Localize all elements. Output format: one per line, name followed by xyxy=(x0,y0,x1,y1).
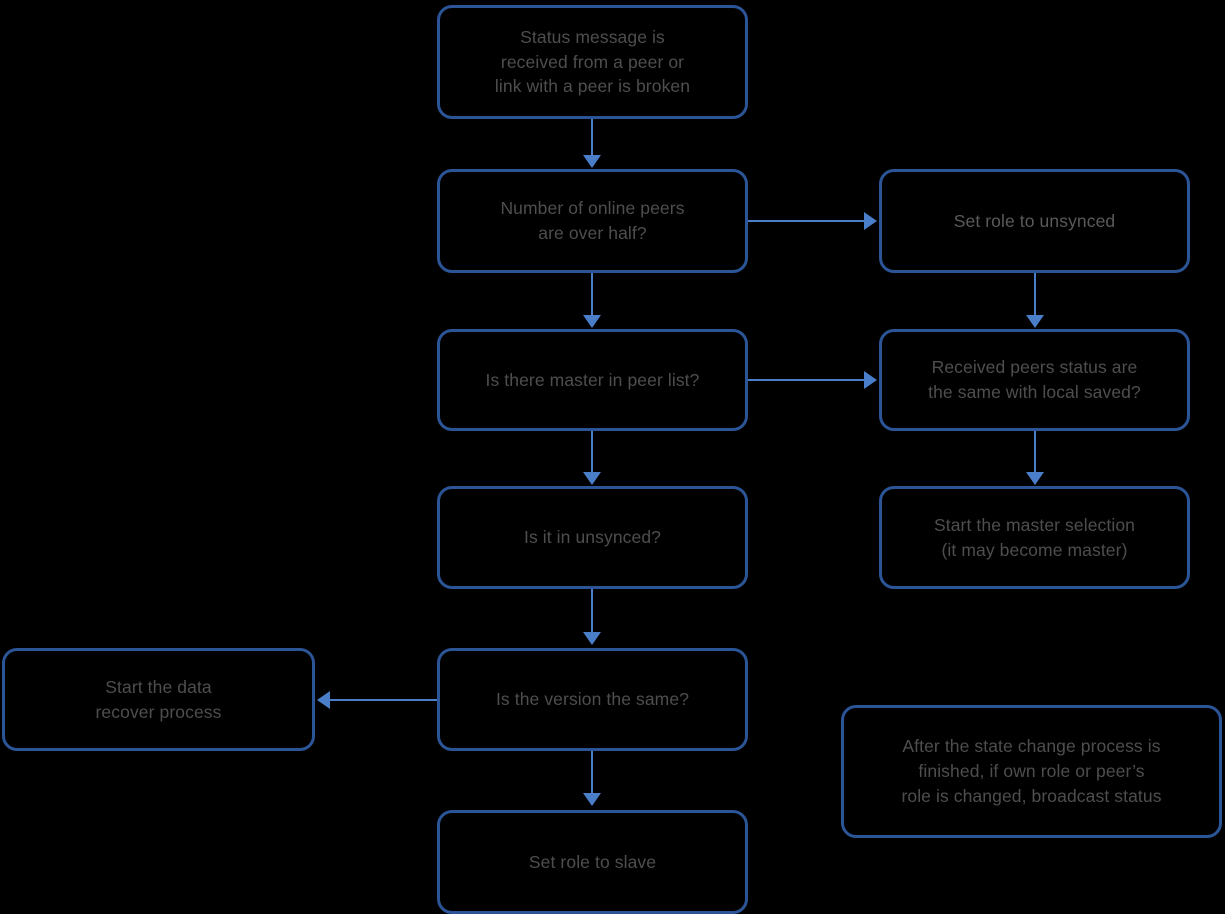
edge-peers-to-unsynced-line xyxy=(748,220,868,222)
node-is-it-unsynced[interactable]: Is it in unsynced? xyxy=(437,486,748,589)
edge-status-to-peers-line xyxy=(591,118,593,162)
node-start-master-selection[interactable]: Start the master selection (it may becom… xyxy=(879,486,1190,589)
node-version-same-label: Is the version the same? xyxy=(495,689,690,710)
edge-status-to-selection-line xyxy=(1034,430,1036,478)
node-broadcast-note[interactable]: After the state change process is finish… xyxy=(841,705,1222,838)
node-peers-status-same-label: Received peers status are the same with … xyxy=(928,357,1141,402)
edge-version-to-slave-line xyxy=(591,750,593,800)
node-peers-status-same[interactable]: Received peers status are the same with … xyxy=(879,329,1190,431)
node-broadcast-note-label: After the state change process is finish… xyxy=(901,736,1162,806)
node-start-data-recover-label: Start the data recover process xyxy=(95,676,222,722)
edge-status-to-peers-arrow xyxy=(583,155,601,168)
node-version-same[interactable]: Is the version the same? xyxy=(437,648,748,751)
node-start-data-recover[interactable]: Start the data recover process xyxy=(2,648,315,751)
node-set-role-unsynced-label: Set role to unsynced xyxy=(953,210,1116,231)
node-is-it-unsynced-label: Is it in unsynced? xyxy=(523,527,661,548)
node-set-role-slave[interactable]: Set role to slave xyxy=(437,810,748,914)
edge-peers-to-unsynced-arrow xyxy=(864,212,877,230)
node-master-in-peer-list[interactable]: Is there master in peer list? xyxy=(437,329,748,431)
edge-unsyncedrole-to-status-line xyxy=(1034,272,1036,318)
node-start-master-selection-label: Start the master selection (it may becom… xyxy=(933,514,1136,560)
edge-master-to-status-line xyxy=(748,379,868,381)
edge-master-to-status-arrow xyxy=(864,371,877,389)
node-status-message-label: Status message is received from a peer o… xyxy=(494,26,691,97)
edge-master-to-unsynced-arrow xyxy=(583,472,601,485)
edge-master-to-unsynced-line xyxy=(591,430,593,478)
edge-peers-to-master-line xyxy=(591,272,593,318)
edge-peers-to-master-arrow xyxy=(583,315,601,328)
node-set-role-slave-label: Set role to slave xyxy=(528,851,657,872)
edge-version-to-recover-arrow xyxy=(317,691,330,709)
edge-unsyncedrole-to-status-arrow xyxy=(1026,315,1044,328)
node-status-message[interactable]: Status message is received from a peer o… xyxy=(437,5,748,119)
edge-status-to-selection-arrow xyxy=(1026,472,1044,485)
node-online-peers-over-half[interactable]: Number of online peers are over half? xyxy=(437,169,748,273)
node-online-peers-over-half-label: Number of online peers are over half? xyxy=(500,198,685,243)
node-set-role-unsynced[interactable]: Set role to unsynced xyxy=(879,169,1190,273)
edge-version-to-slave-arrow xyxy=(583,793,601,806)
edge-unsynced-to-version-arrow xyxy=(583,632,601,645)
edge-unsynced-to-version-line xyxy=(591,588,593,638)
edge-version-to-recover-line xyxy=(330,699,438,701)
node-master-in-peer-list-label: Is there master in peer list? xyxy=(485,369,700,390)
